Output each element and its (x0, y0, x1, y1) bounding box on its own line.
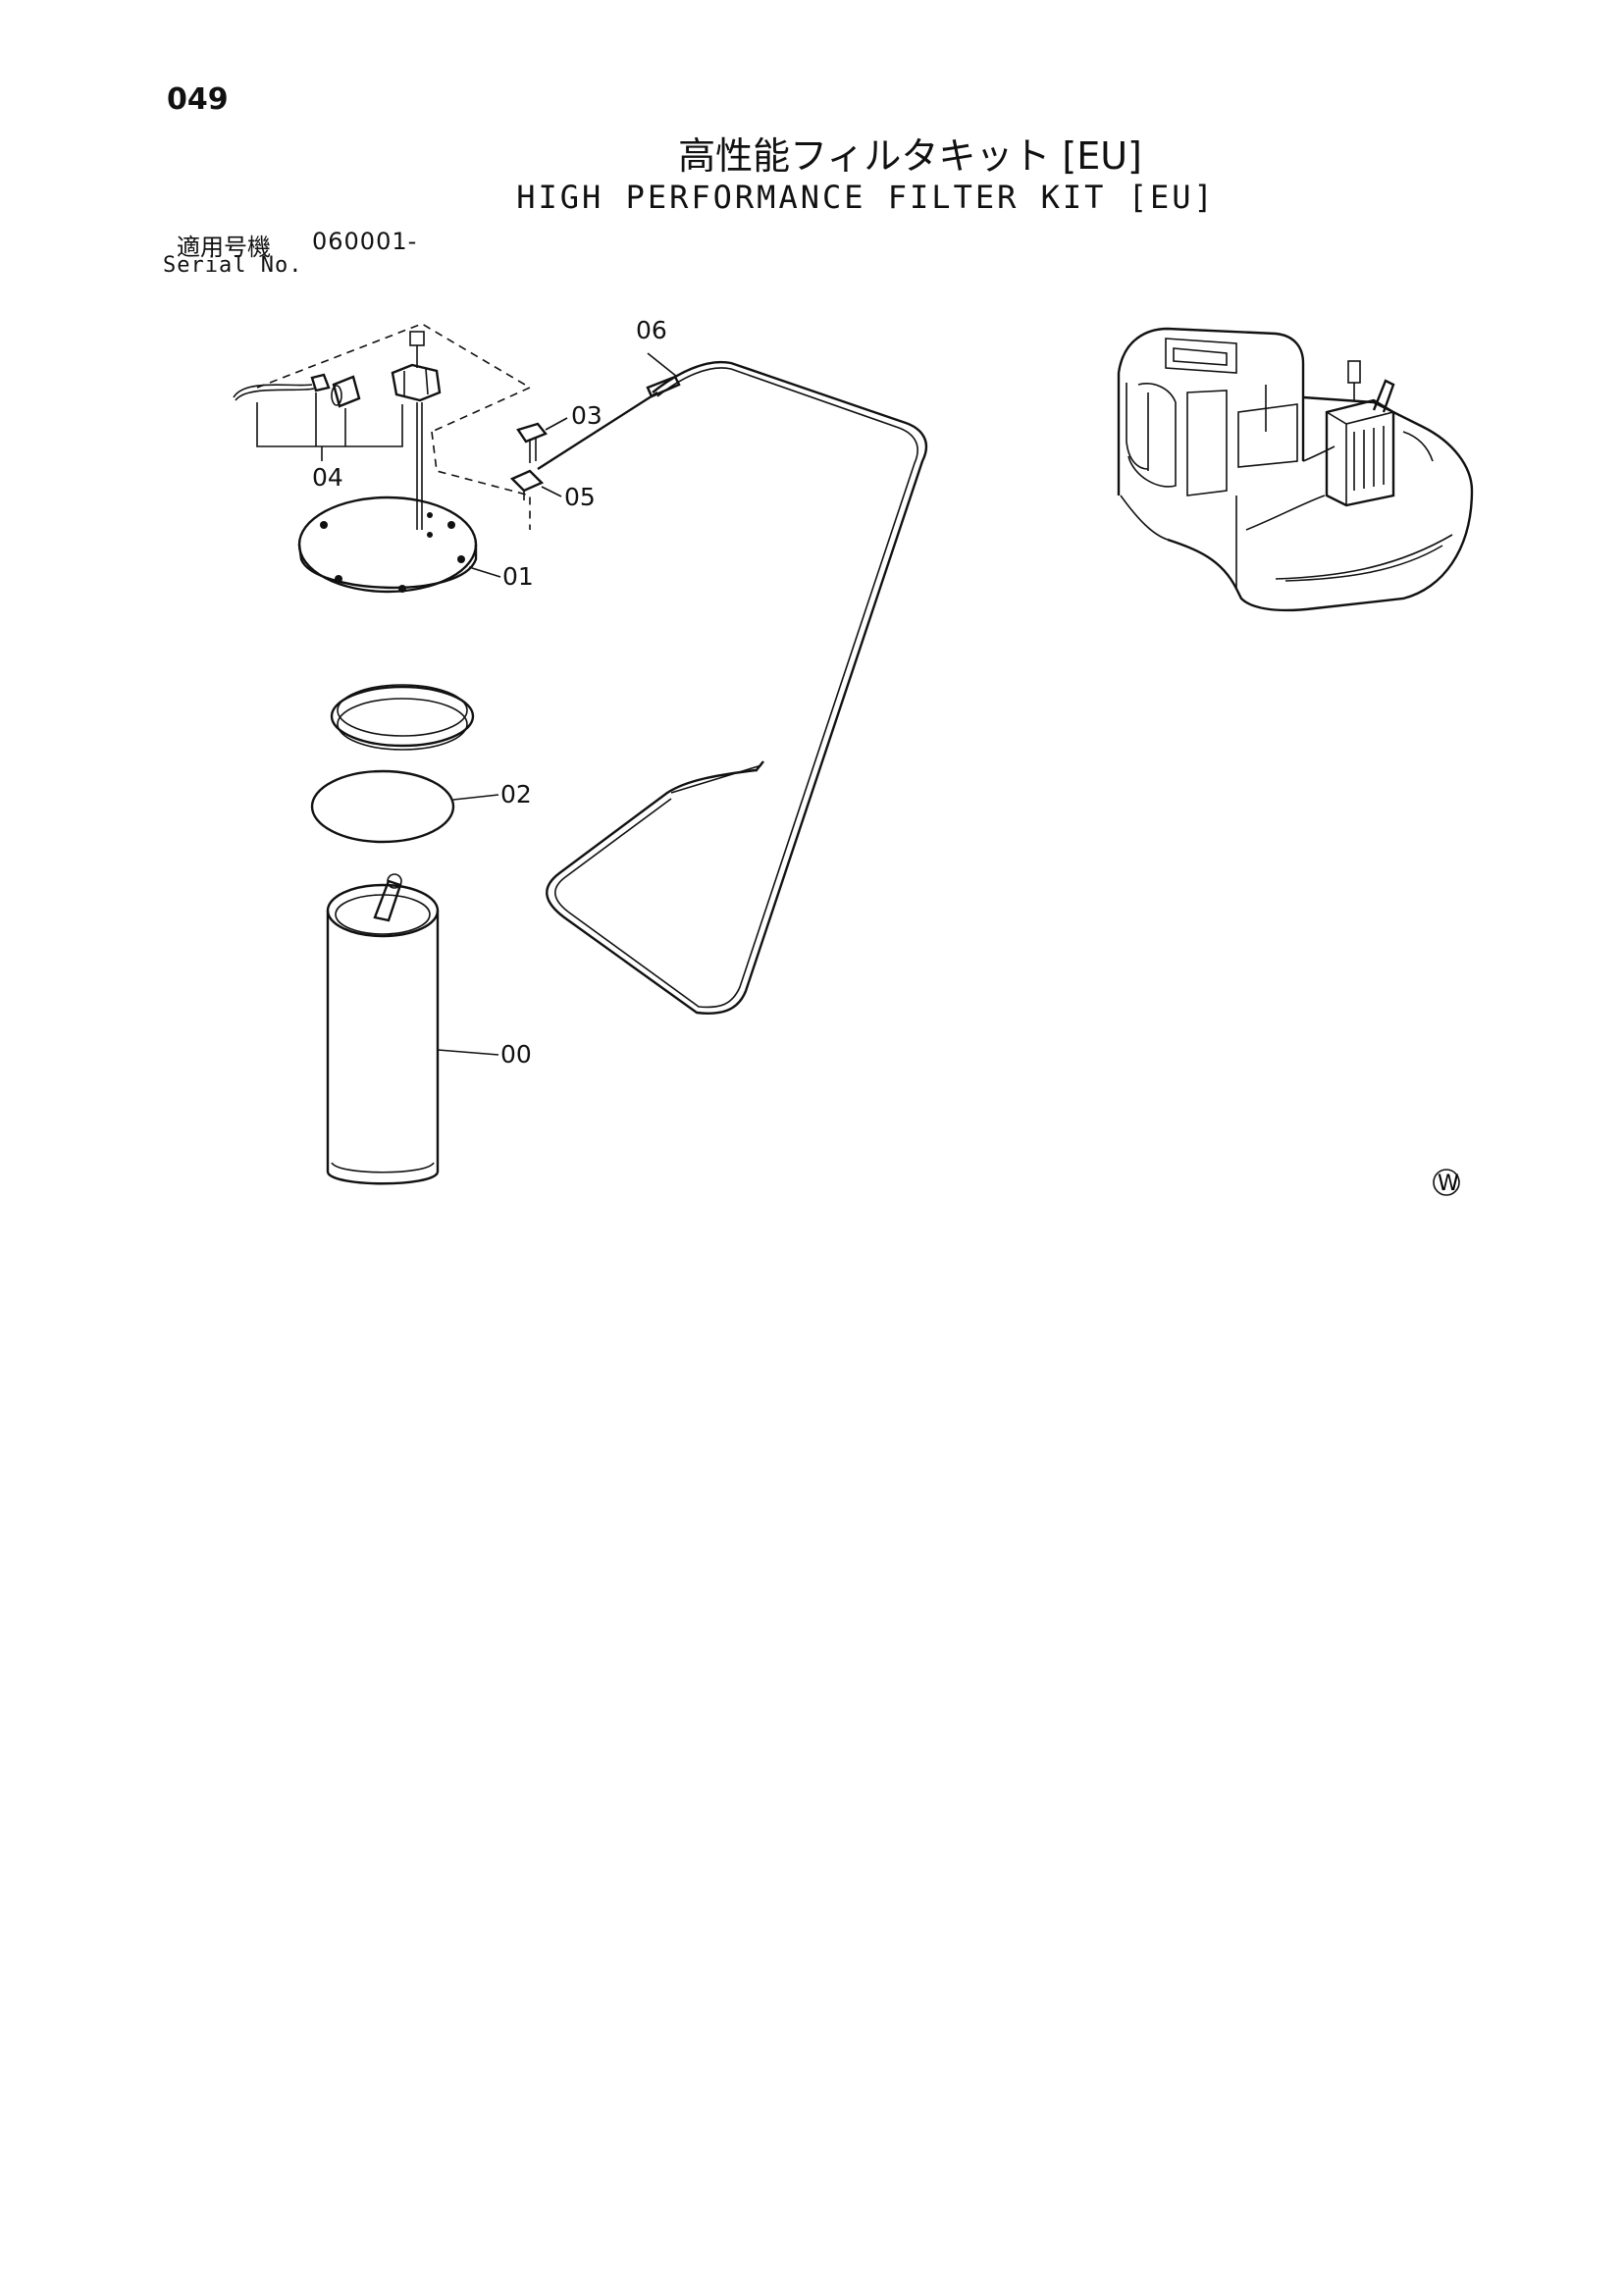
part-snap-ring (330, 684, 475, 751)
part-04-sensor-assembly: 04 (233, 323, 532, 530)
part-01-cover-plate: 01 (297, 496, 534, 594)
callout-02: 02 (500, 780, 532, 809)
callout-05: 05 (564, 483, 596, 511)
page-number: 049 (167, 82, 229, 117)
callout-06: 06 (636, 316, 667, 344)
watermark-symbol: W (1433, 1169, 1460, 1196)
serial-label-japanese: 適用号機 (177, 234, 271, 261)
part-03-bolt: 03 (516, 401, 602, 463)
excavator-location-view (1117, 327, 1474, 612)
callout-00: 00 (500, 1040, 532, 1069)
serial-range: 060001- (312, 228, 418, 255)
title-english: HIGH PERFORMANCE FILTER KIT [EU] (516, 179, 1216, 216)
part-00-filter-element: 00 (326, 873, 532, 1185)
callout-01: 01 (502, 562, 534, 591)
callout-03: 03 (571, 401, 602, 430)
callout-04: 04 (312, 463, 343, 492)
serial-label-english: Serial No. (163, 253, 303, 278)
part-06-cable: 06 (537, 316, 928, 1015)
part-02-gasket: 02 (310, 769, 532, 844)
part-05-clamp: 05 (509, 469, 596, 511)
watermark-letter: W (1438, 1172, 1459, 1196)
title-japanese: 高性能フィルタキット [EU] (678, 134, 1142, 178)
